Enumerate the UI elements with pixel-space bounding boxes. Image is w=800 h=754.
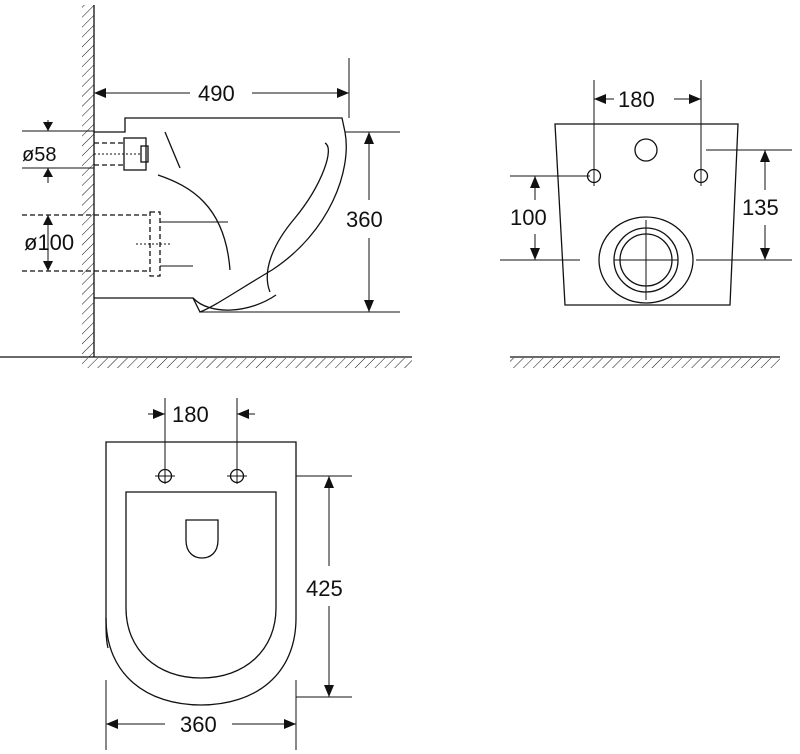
rear-outline (554, 123, 739, 306)
rear-bolt-spacing-label: 180 (618, 87, 655, 112)
top-outer-outline (105, 441, 297, 706)
bowl-base (192, 294, 277, 311)
bowl-trap-curve (157, 174, 231, 271)
rear-outlet-height-label: 100 (510, 205, 547, 230)
rear-floor-hatching (510, 358, 780, 368)
top-view: 180 425 360 (105, 398, 352, 750)
side-width-label: 490 (198, 81, 235, 106)
side-height-label: 360 (346, 207, 383, 232)
top-length-label: 425 (306, 576, 343, 601)
rear-view: 180 100 135 (500, 80, 792, 368)
outlet-spigot (149, 211, 161, 277)
side-view: ø58 ø100 490 360 (0, 5, 412, 368)
inlet-hole (634, 138, 658, 162)
wall-hatching (82, 5, 94, 357)
bowl-inner-curve (266, 142, 329, 293)
floor-hatching (82, 358, 412, 368)
top-bolt-spacing-label: 180 (172, 402, 209, 427)
outlet-ring-outer (598, 216, 694, 304)
top-front-curve-left (105, 617, 109, 649)
outlet-diameter-label: ø100 (24, 230, 74, 255)
inlet-cap (140, 145, 149, 163)
top-seat-opening (125, 491, 277, 679)
rim-front (164, 131, 181, 169)
top-width-label: 360 (180, 712, 217, 737)
rear-bolt-height-label: 135 (742, 195, 779, 220)
inlet-diameter-label: ø58 (22, 144, 56, 166)
bowl-outline (94, 117, 347, 313)
top-outlet-hole (185, 519, 219, 559)
